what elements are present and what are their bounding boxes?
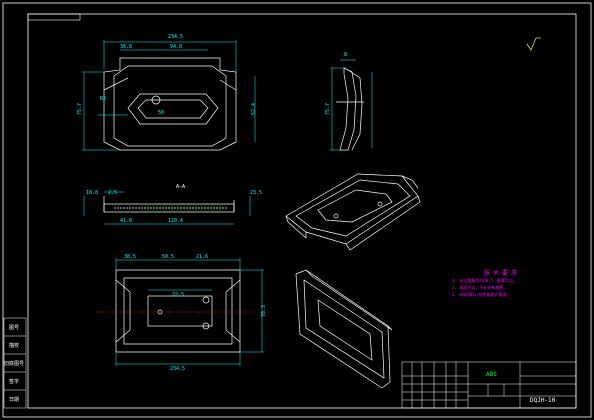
section-dim-bottom-2: 120.4 — [168, 218, 184, 224]
technical-notes: 技术要求 1. 未注圆角均为R0.5，壁厚均匀。 2. 表面光洁，不允许有缩痕。… — [452, 268, 552, 298]
section-dim-bottom-1: 41.8 — [120, 218, 133, 224]
side-stamp: 日期 — [8, 397, 19, 403]
technical-note-item: 2. 表面光洁，不允许有缩痕。 — [452, 285, 508, 290]
section-view — [103, 196, 235, 213]
isometric-view-2 — [295, 269, 393, 389]
side-view — [336, 67, 364, 151]
section-dim-left: 10.8 — [86, 190, 99, 196]
bottom-dim-overall: 234.5 — [170, 366, 186, 372]
dim-r: R5 — [100, 96, 107, 102]
technical-note-item: 3. 材料ABS，颜色按客户要求。 — [452, 292, 511, 297]
dim-left: 36.8 — [120, 44, 133, 50]
isometric-view — [285, 173, 421, 251]
inner-frame — [27, 13, 577, 409]
top-view-dims — [82, 40, 256, 151]
side-stamp: 描校 — [8, 343, 19, 349]
material-code: ABS — [486, 371, 497, 378]
bottom-dim-d: 22.5 — [172, 292, 185, 298]
section-hatch — [140, 205, 226, 211]
side-dim-small: 8 — [344, 52, 348, 58]
technical-notes-title: 技术要求 — [483, 270, 520, 277]
bottom-dim-c: 21.6 — [196, 254, 209, 260]
section-dim-mid: 2.5 — [108, 190, 118, 196]
dim-inner-width: 94.8 — [170, 44, 183, 50]
bottom-dim-b: 50.5 — [162, 254, 175, 260]
bottom-dim-a: 38.5 — [124, 254, 137, 260]
side-stamp-column — [3, 317, 27, 409]
side-view-dims — [330, 59, 373, 151]
side-dim-height: 75.7 — [325, 102, 332, 116]
dim-inner: 50 — [158, 110, 165, 116]
bottom-dim-height: 78.3 — [261, 304, 268, 318]
technical-note-item: 1. 未注圆角均为R0.5，壁厚均匀。 — [452, 278, 517, 283]
side-stamp: 签字 — [8, 379, 19, 385]
top-view — [103, 57, 237, 151]
dim-height-left: 75.7 — [77, 102, 84, 116]
roughness-symbol — [526, 37, 541, 51]
dim-overall-width: 234.5 — [168, 34, 184, 40]
bottom-view-dims — [115, 258, 264, 366]
side-stamp: 旧底图号 — [4, 361, 25, 367]
drawing-number: DQJH-10 — [530, 397, 556, 404]
section-label: A—A — [176, 184, 186, 190]
title-block — [401, 361, 577, 409]
side-stamp: 图号 — [8, 325, 19, 331]
dim-height-right: 52.4 — [251, 102, 258, 116]
section-dim-right: 23.5 — [250, 190, 263, 196]
top-stamp-box — [27, 13, 81, 21]
bottom-view — [115, 269, 241, 353]
section-dims — [83, 191, 251, 225]
